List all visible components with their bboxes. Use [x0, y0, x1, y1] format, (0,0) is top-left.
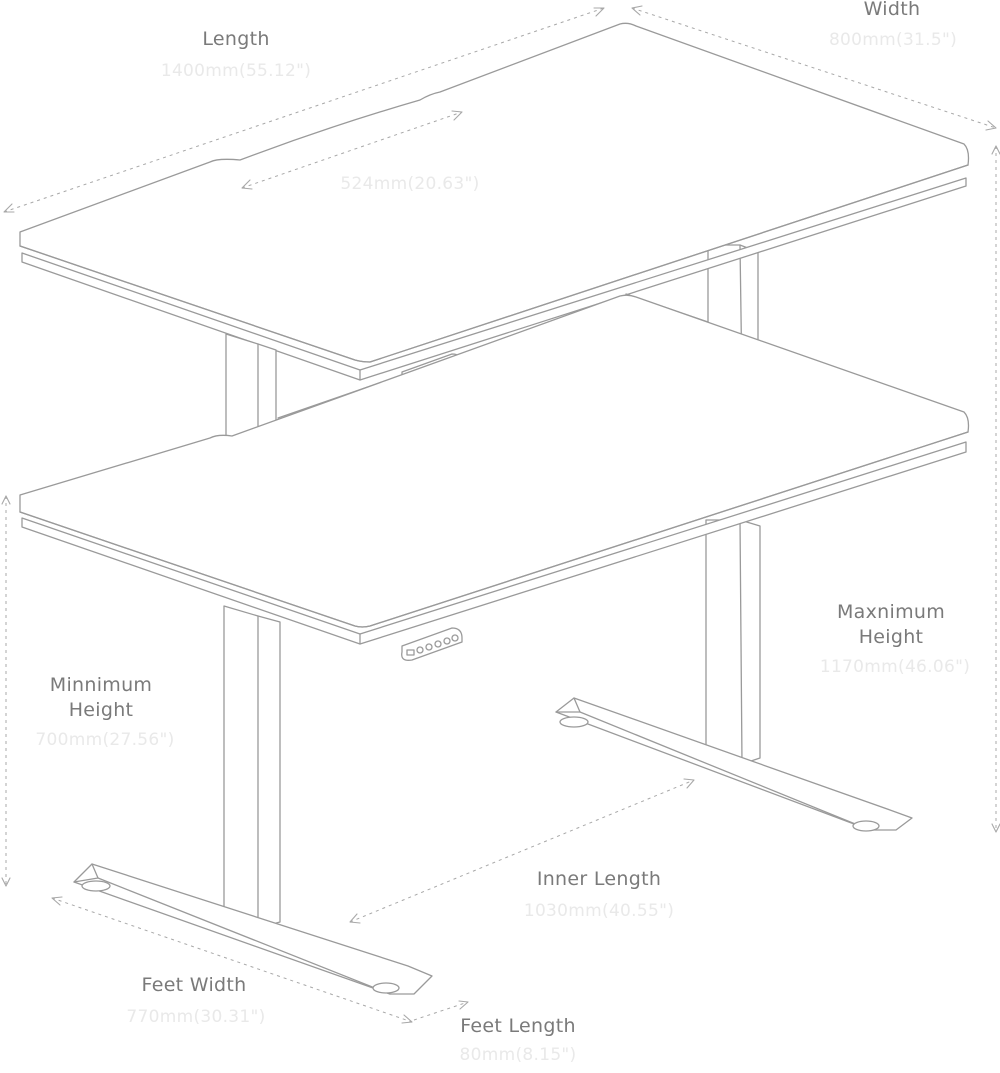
- rear-foot: [555, 697, 913, 832]
- max-height-label: Maxnimum Height: [836, 601, 946, 648]
- length-dimension-line: [3, 7, 605, 213]
- feet-width-value: 770mm(30.31"): [126, 1007, 266, 1027]
- inner-length-label: Inner Length: [536, 868, 662, 890]
- min-height-label: Minnimum Height: [49, 674, 153, 721]
- controller-lower: [401, 627, 463, 661]
- front-leg-lower: [223, 605, 281, 929]
- width-dimension-line: [631, 5, 997, 131]
- feet-length-value: 80mm(8.15"): [459, 1045, 577, 1065]
- inner-length-dimension-line: [349, 778, 695, 924]
- feet-length-dimension-line: [413, 1000, 469, 1021]
- inner-length-value: 1030mm(40.55"): [523, 901, 675, 921]
- rear-leg-lower: [705, 519, 761, 765]
- desktop-upper: [19, 22, 970, 381]
- cutout-dimension-line: [241, 110, 463, 190]
- feet-length-label: Feet Length: [460, 1015, 576, 1037]
- feet-width-dimension-line: [51, 896, 413, 1024]
- min-height-value: 700mm(27.56"): [35, 730, 175, 750]
- max-height-dimension-line: [991, 145, 1000, 833]
- cutout-value: 524mm(20.63"): [340, 174, 480, 194]
- max-height-value: 1170mm(46.06"): [819, 657, 971, 677]
- length-label: Length: [202, 28, 270, 50]
- width-value: 800mm(31.5"): [828, 30, 958, 50]
- min-height-dimension-line: [1, 495, 11, 887]
- width-label: Width: [863, 0, 921, 20]
- feet-width-label: Feet Width: [141, 974, 247, 996]
- length-value: 1400mm(55.12"): [160, 61, 312, 81]
- front-foot: [73, 863, 433, 995]
- desktop-lower: [19, 294, 970, 645]
